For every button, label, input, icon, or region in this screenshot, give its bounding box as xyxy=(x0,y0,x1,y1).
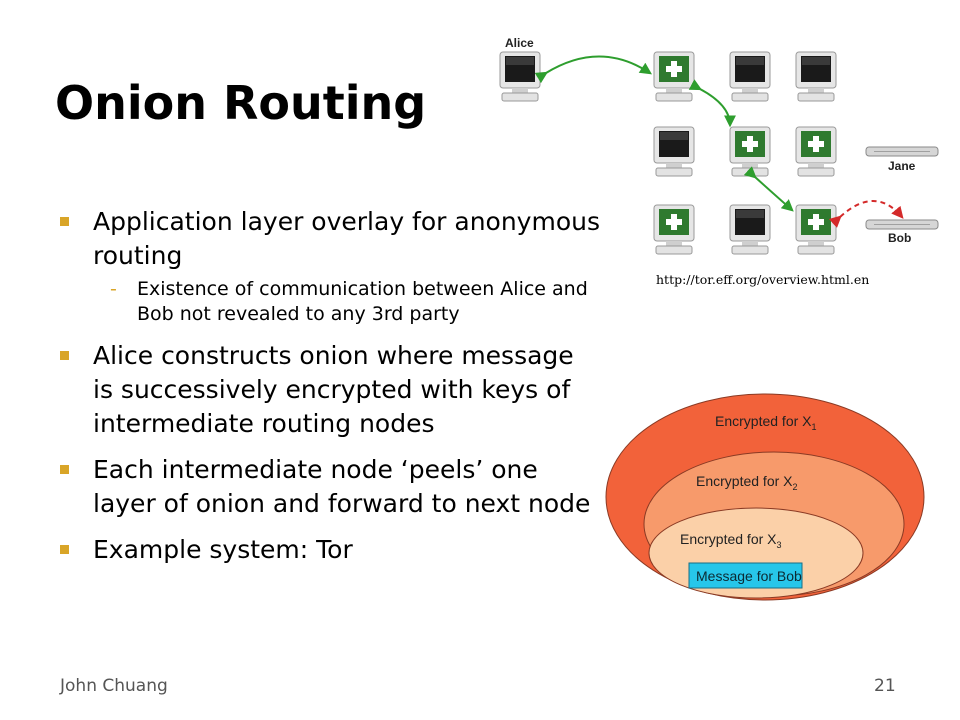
square-bullet-icon xyxy=(60,545,69,554)
footer-author: John Chuang xyxy=(60,676,168,696)
bob-server-icon xyxy=(865,219,939,230)
square-bullet-icon xyxy=(60,465,69,474)
sub-bullet-item: - Existence of communication between Ali… xyxy=(60,277,600,327)
tor-node-icon xyxy=(795,126,837,177)
path-link xyxy=(534,55,653,84)
bullet-item: Each intermediate node ‘peels’ one layer… xyxy=(60,453,600,521)
alice-computer-icon xyxy=(499,51,541,102)
tor-node-icon xyxy=(795,204,837,255)
computer-icon xyxy=(729,51,771,102)
bullet-text: Example system: Tor xyxy=(93,535,353,564)
exit-link xyxy=(828,200,904,228)
square-bullet-icon xyxy=(60,351,69,360)
jane-label: Jane xyxy=(888,159,916,173)
slide-title: Onion Routing xyxy=(55,76,427,130)
bullet-item: Alice constructs onion where message is … xyxy=(60,339,600,441)
bob-label: Bob xyxy=(888,231,911,245)
message-label: Message for Bob xyxy=(696,568,802,584)
layer-3-label: Encrypted for X3 xyxy=(680,531,782,550)
tor-network-diagram: Alice Jane Bob xyxy=(499,36,939,255)
page-number: 21 xyxy=(874,676,896,696)
bullet-item: Example system: Tor xyxy=(60,533,600,567)
dash-bullet-icon: - xyxy=(110,278,117,300)
jane-server-icon xyxy=(865,146,939,157)
computer-icon xyxy=(653,126,695,177)
onion-diagram: Encrypted for X1 Encrypted for X2 Encryp… xyxy=(605,393,925,601)
tor-node-icon xyxy=(653,51,695,102)
bullet-text: Application layer overlay for anonymous … xyxy=(93,207,600,270)
bullet-text: Alice constructs onion where message is … xyxy=(93,341,574,438)
message-box xyxy=(688,562,803,589)
credit-url: http://tor.eff.org/overview.html.en xyxy=(656,272,870,287)
computer-icon xyxy=(729,204,771,255)
sub-bullet-text: Existence of communication between Alice… xyxy=(137,278,588,325)
tor-node-icon xyxy=(729,126,771,177)
square-bullet-icon xyxy=(60,217,69,226)
bullet-text: Each intermediate node ‘peels’ one layer… xyxy=(93,455,591,518)
alice-label: Alice xyxy=(505,36,534,50)
layer-2-label: Encrypted for X2 xyxy=(696,473,798,492)
path-link xyxy=(743,166,794,212)
bullet-item: Application layer overlay for anonymous … xyxy=(60,205,600,273)
bullet-list: Application layer overlay for anonymous … xyxy=(60,205,600,567)
computer-icon xyxy=(795,51,837,102)
layer-1-label: Encrypted for X1 xyxy=(715,413,817,432)
tor-node-icon xyxy=(653,204,695,255)
path-link xyxy=(688,79,736,128)
